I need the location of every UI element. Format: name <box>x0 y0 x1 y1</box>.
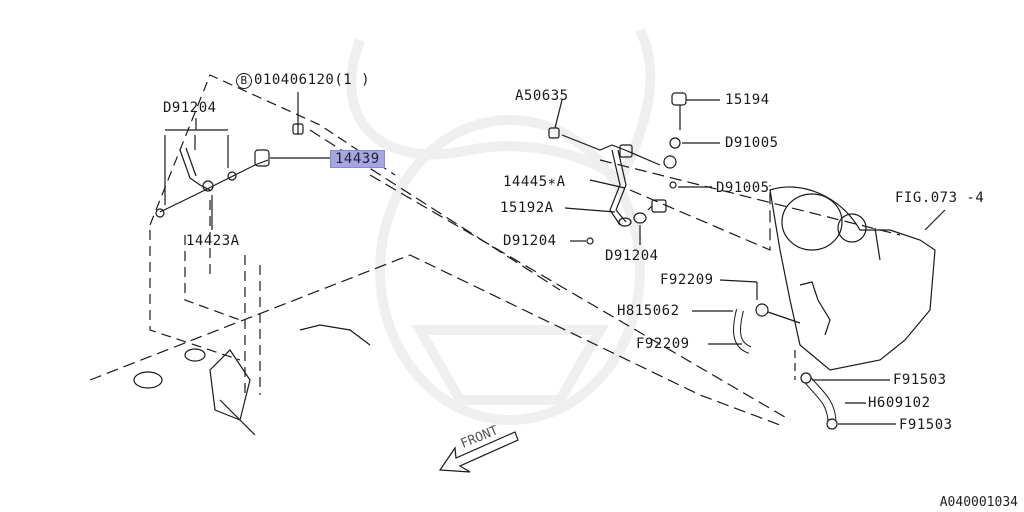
label-h609102[interactable]: H609102 <box>868 395 931 411</box>
label-14445a[interactable]: 14445∗A <box>503 174 566 190</box>
label-d91204-left[interactable]: D91204 <box>503 233 557 249</box>
label-f91503-top[interactable]: F91503 <box>893 372 947 388</box>
label-bolt-010406120-text: 010406120(1 ) <box>254 72 371 88</box>
label-15192a[interactable]: 15192A <box>500 200 554 216</box>
label-d91005-b[interactable]: D91005 <box>716 180 770 196</box>
label-14439-highlighted[interactable]: 14439 <box>330 150 385 168</box>
label-f92209-bottom[interactable]: F92209 <box>636 336 690 352</box>
label-fig-073-4[interactable]: FIG.073 -4 <box>895 190 985 206</box>
watermark-crest <box>346 27 656 425</box>
label-d91005-a[interactable]: D91005 <box>725 135 779 151</box>
label-f91503-bottom[interactable]: F91503 <box>899 417 953 433</box>
label-a50635[interactable]: A50635 <box>515 88 569 104</box>
label-d91204-top[interactable]: D91204 <box>163 100 217 116</box>
label-14423a[interactable]: 14423A <box>186 233 240 249</box>
label-d91204-bottom[interactable]: D91204 <box>605 248 659 264</box>
document-id: A040001034 <box>939 495 1018 510</box>
label-f92209-top[interactable]: F92209 <box>660 272 714 288</box>
label-h815062[interactable]: H815062 <box>617 303 680 319</box>
bolt-symbol: B <box>236 73 252 89</box>
label-15194[interactable]: 15194 <box>725 92 770 108</box>
